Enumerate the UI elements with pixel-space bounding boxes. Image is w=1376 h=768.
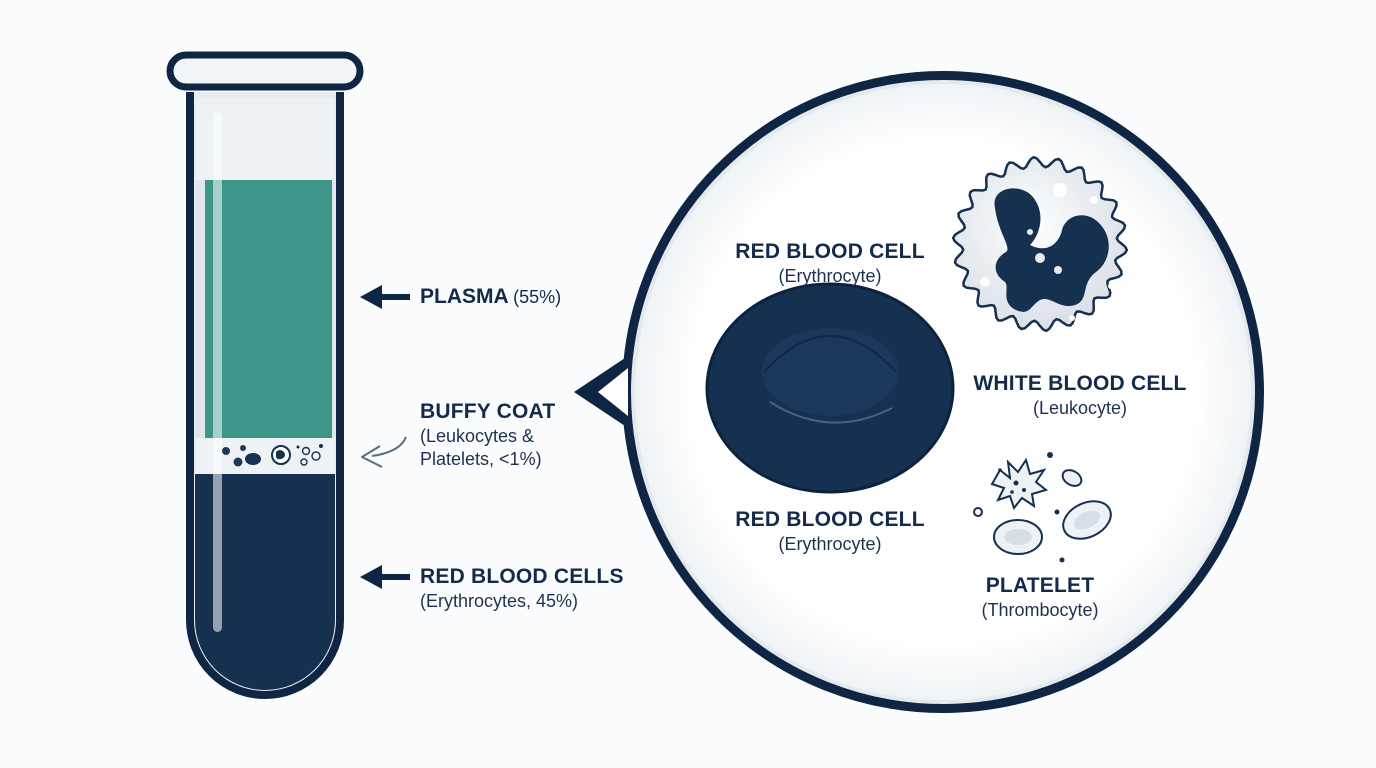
wbc-title: WHITE BLOOD CELL: [973, 372, 1187, 395]
tube-rim: [166, 51, 364, 91]
red-cells-title: RED BLOOD CELLS: [420, 565, 624, 588]
rbc-top-title: RED BLOOD CELL: [735, 240, 925, 263]
plasma-label: PLASMA (55%): [420, 285, 561, 309]
platelet-label: PLATELET (Thrombocyte): [920, 574, 1160, 621]
rbc-bottom-label: RED BLOOD CELL (Erythrocyte): [710, 508, 950, 555]
buffy-coat-detail-line2: Platelets, <1%): [420, 449, 542, 469]
platelet-title: PLATELET: [985, 574, 1095, 597]
wbc-detail: (Leukocyte): [1032, 398, 1128, 418]
rbc-top-detail: (Erythrocyte): [778, 266, 882, 286]
plasma-detail: (55%): [513, 287, 562, 307]
plasma-arrow: [360, 285, 410, 309]
buffy-coat-arrow: [361, 436, 407, 468]
rbc-bottom-detail: (Erythrocyte): [778, 534, 882, 554]
buffy-coat-title: BUFFY COAT: [420, 400, 556, 423]
red-cells-arrow: [360, 565, 410, 589]
red-cells-detail: (Erythrocytes, 45%): [420, 591, 579, 611]
buffy-coat-cells: [222, 444, 323, 467]
plasma-layer: [204, 180, 332, 438]
red-cells-label: RED BLOOD CELLS (Erythrocytes, 45%): [420, 565, 624, 612]
rbc-bottom-title: RED BLOOD CELL: [735, 508, 925, 531]
buffy-coat-label: BUFFY COAT (Leukocytes & Platelets, <1%): [420, 400, 555, 470]
rbc-top-label: RED BLOOD CELL (Erythrocyte): [710, 240, 950, 287]
platelet-illustration: [973, 452, 1112, 563]
red-blood-cell-illustration: [705, 282, 955, 494]
buffy-coat-detail-line1: (Leukocytes &: [420, 426, 535, 446]
test-tube: [166, 51, 364, 699]
wbc-label: WHITE BLOOD CELL (Leukocyte): [960, 372, 1200, 419]
plasma-title: PLASMA: [420, 285, 509, 308]
white-blood-cell-illustration: [951, 155, 1129, 333]
platelet-detail: (Thrombocyte): [981, 600, 1099, 620]
